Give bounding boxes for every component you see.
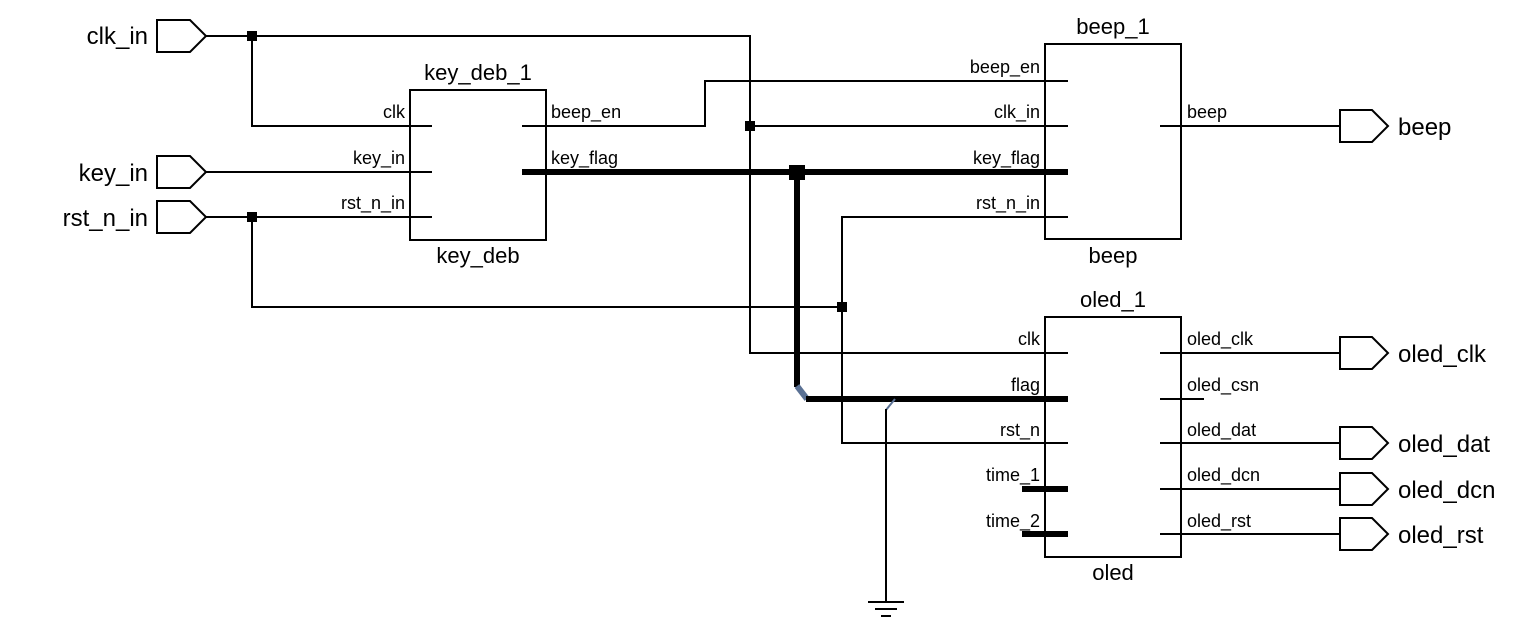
output-port-icon xyxy=(1339,109,1390,143)
junctions xyxy=(247,31,847,312)
junction-dot xyxy=(837,302,847,312)
instance-name: key_deb_1 xyxy=(424,60,532,85)
pin-label: rst_n_in xyxy=(976,193,1040,214)
pin-label: clk_in xyxy=(994,102,1040,123)
input-port-icon xyxy=(156,19,208,53)
module-name: oled xyxy=(1092,560,1134,585)
input-port-icon xyxy=(156,200,208,234)
pin-label: oled_clk xyxy=(1187,329,1254,350)
port-label: oled_rst xyxy=(1398,522,1484,549)
pin-label: clk xyxy=(1018,329,1041,349)
input-port-key-in[interactable]: key_in xyxy=(79,155,208,189)
instance-oled[interactable]: oled_1 oled clk flag rst_n time_1 time_2… xyxy=(986,287,1260,585)
net-rst-n-in-beep[interactable] xyxy=(841,216,1069,444)
pin-label: key_flag xyxy=(551,148,618,169)
pin-label: time_2 xyxy=(986,511,1040,532)
instance-box xyxy=(1044,316,1182,558)
junction-dot xyxy=(247,31,257,41)
pin-label: beep_en xyxy=(551,102,621,123)
input-port-clk-in[interactable]: clk_in xyxy=(87,19,208,53)
pin-label: time_1 xyxy=(986,465,1040,486)
instance-key-deb[interactable]: key_deb_1 key_deb clk key_in rst_n_in be… xyxy=(341,60,621,268)
output-port-oled-dat[interactable]: oled_dat xyxy=(1339,426,1490,460)
bus-ripper-flag xyxy=(794,384,810,401)
pin-label: oled_csn xyxy=(1187,375,1259,396)
pin-label: oled_dcn xyxy=(1187,465,1260,486)
pin-label: rst_n_in xyxy=(341,193,405,214)
output-port-oled-dcn[interactable]: oled_dcn xyxy=(1339,472,1495,506)
port-label: oled_dcn xyxy=(1398,477,1495,504)
junction-dot-bus xyxy=(789,165,805,180)
bus-ripper-ground xyxy=(885,398,896,411)
input-port-rst-n-in[interactable]: rst_n_in xyxy=(63,200,208,234)
module-name: key_deb xyxy=(436,243,519,268)
pin-label: oled_dat xyxy=(1187,420,1256,441)
port-label: clk_in xyxy=(87,23,148,50)
pin-label: flag xyxy=(1011,375,1040,395)
pin-label: oled_rst xyxy=(1187,511,1251,532)
output-port-icon xyxy=(1339,336,1390,370)
port-label: oled_dat xyxy=(1398,431,1490,458)
net-rst-n-in-branch[interactable] xyxy=(251,216,843,308)
output-port-icon xyxy=(1339,426,1390,460)
instance-box xyxy=(1044,43,1182,240)
module-name: beep xyxy=(1089,243,1138,268)
pin-label: key_in xyxy=(353,148,405,169)
instance-name: oled_1 xyxy=(1080,287,1146,312)
output-port-oled-clk[interactable]: oled_clk xyxy=(1339,336,1487,370)
net-clk-in[interactable] xyxy=(205,35,1069,354)
port-label: oled_clk xyxy=(1398,341,1487,368)
port-label: rst_n_in xyxy=(63,205,148,232)
port-label: beep xyxy=(1398,114,1451,141)
junction-dot xyxy=(745,121,755,131)
port-label: key_in xyxy=(79,160,148,187)
instance-box xyxy=(409,89,547,241)
junction-dot xyxy=(247,212,257,222)
output-port-icon xyxy=(1339,517,1390,551)
instance-beep[interactable]: beep_1 beep beep_en clk_in key_flag rst_… xyxy=(970,14,1227,268)
ground-icon xyxy=(868,601,904,617)
pin-label: beep xyxy=(1187,102,1227,122)
output-port-beep[interactable]: beep xyxy=(1339,109,1451,143)
net-clk-in-branch-keydeb[interactable] xyxy=(251,35,433,127)
pin-label: clk xyxy=(383,102,406,122)
output-port-oled-rst[interactable]: oled_rst xyxy=(1339,517,1484,551)
input-port-icon xyxy=(156,155,208,189)
pin-label: rst_n xyxy=(1000,420,1040,441)
pin-label: key_flag xyxy=(973,148,1040,169)
instance-name: beep_1 xyxy=(1076,14,1149,39)
pin-label: beep_en xyxy=(970,57,1040,78)
output-port-icon xyxy=(1339,472,1390,506)
net-beep-en[interactable] xyxy=(521,80,1069,127)
